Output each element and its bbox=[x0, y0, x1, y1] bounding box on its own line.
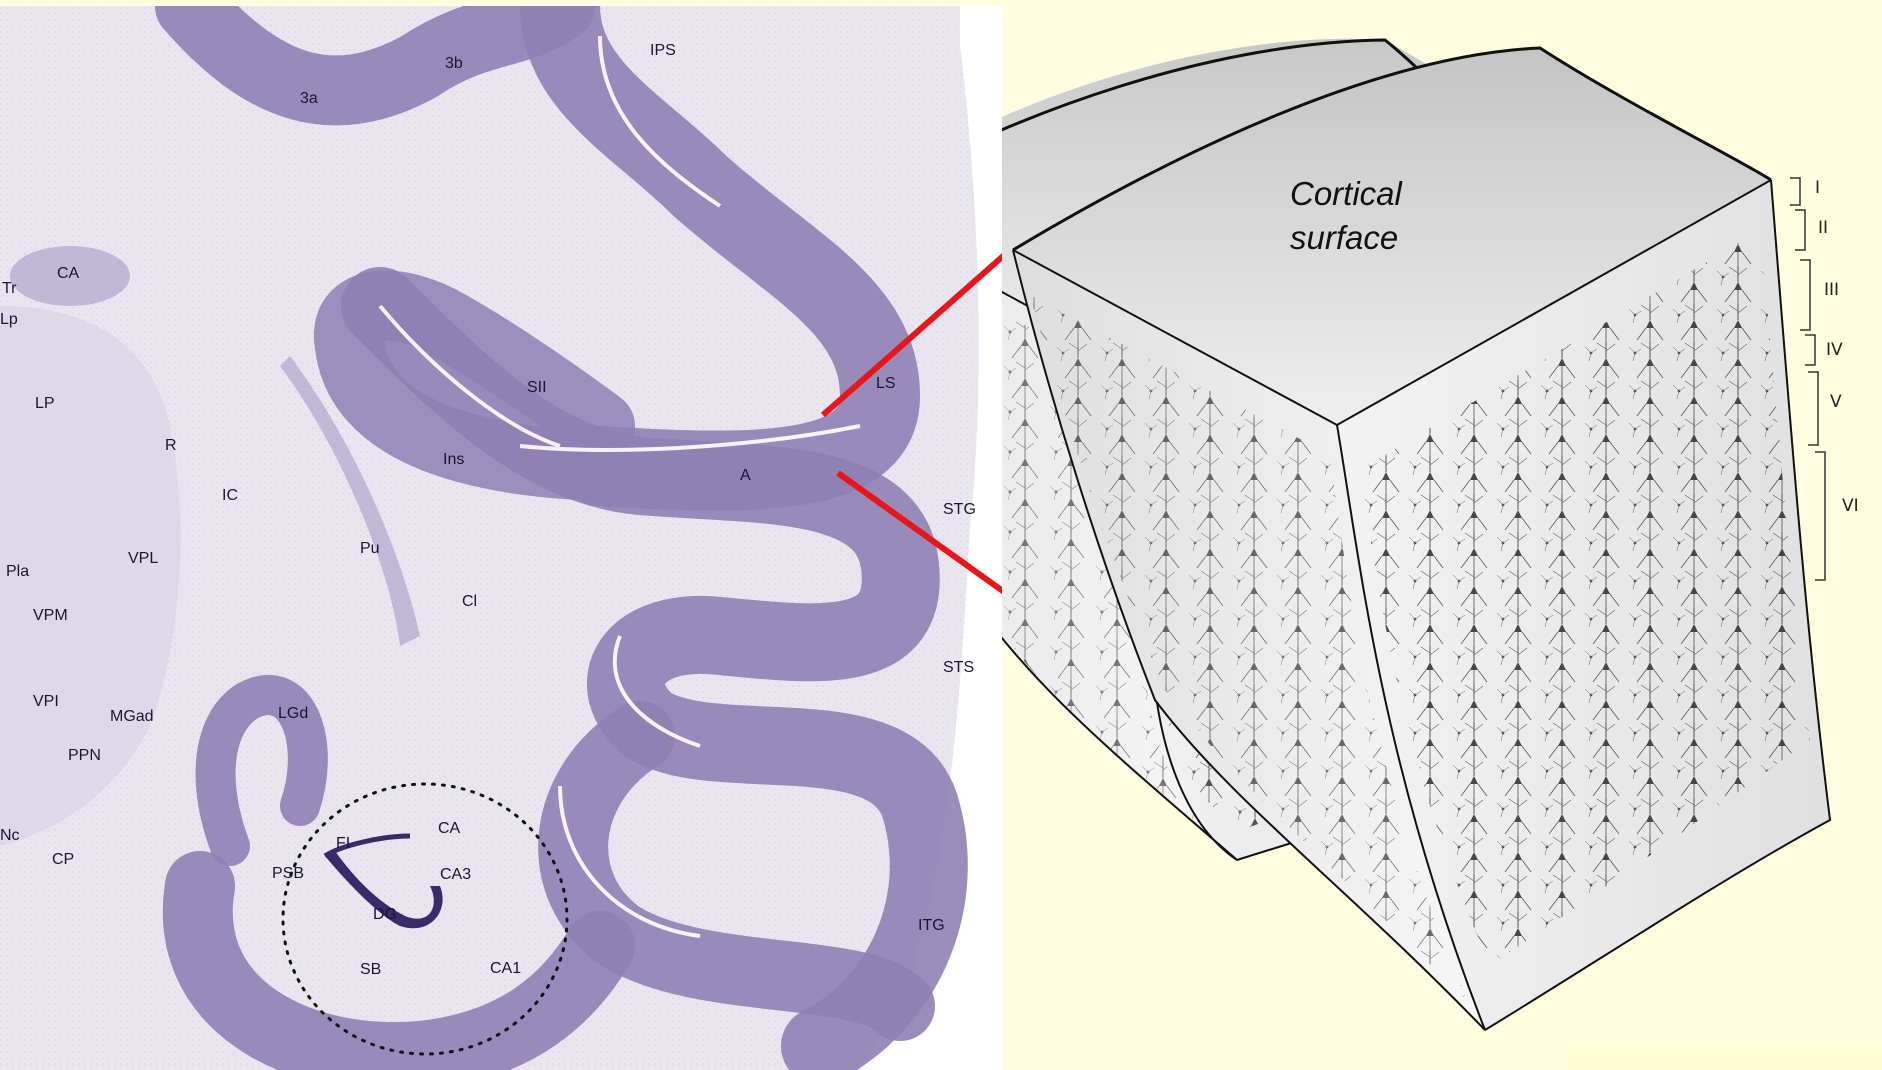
layer-label-i: I bbox=[1815, 180, 1820, 197]
layer-label-vi: VI bbox=[1842, 498, 1859, 515]
layer-label-ii: II bbox=[1818, 220, 1828, 237]
corner-patch bbox=[1568, 1048, 1882, 1070]
layer-label-iii: III bbox=[1824, 282, 1839, 299]
surface-line2: surface bbox=[1290, 216, 1470, 260]
surface-line1: Cortical bbox=[1290, 172, 1470, 216]
cortical-surface-label: Cortical surface bbox=[1290, 172, 1470, 260]
layer-label-v: V bbox=[1830, 394, 1842, 411]
layer-label-iv: IV bbox=[1826, 342, 1843, 359]
